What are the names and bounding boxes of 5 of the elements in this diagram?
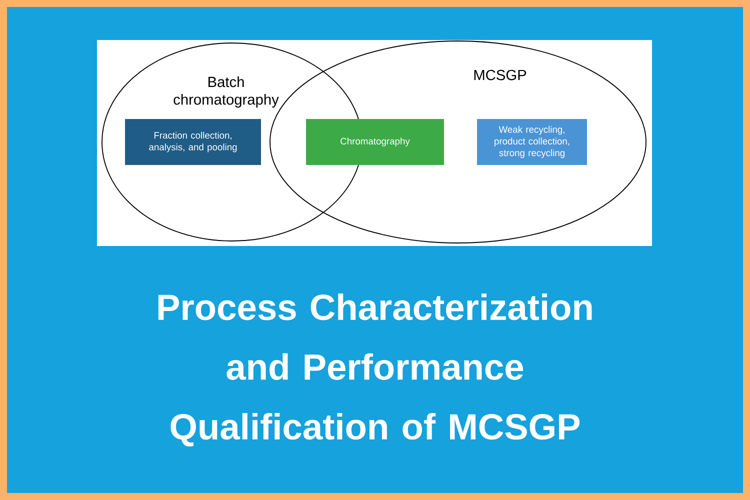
set-heading: MCSGP (474, 70, 526, 80)
set-heading: Batch chromatography (174, 76, 279, 108)
title: Process Characterization and Performance Qualification of MCSGP (158, 294, 592, 446)
process-box: Fraction collection, analysis, and pooling (125, 119, 261, 165)
process-box: Weak recycling, product collection, strong recycling (477, 119, 587, 165)
